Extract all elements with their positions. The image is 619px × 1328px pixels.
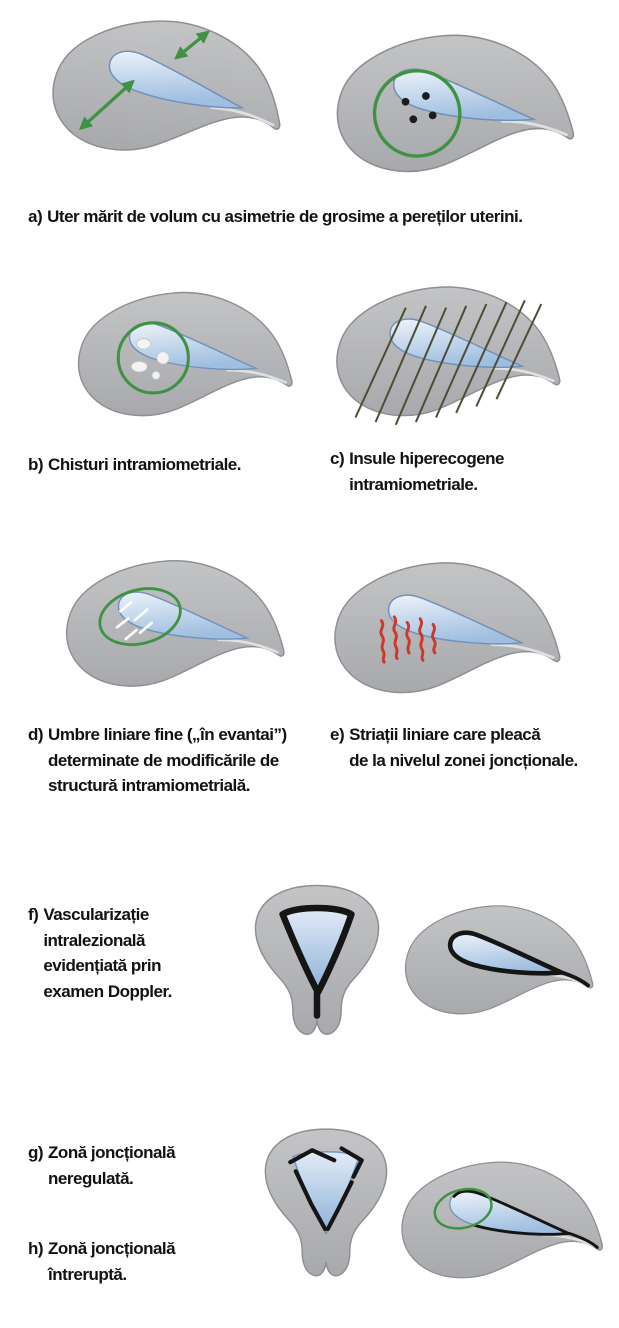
caption-f: f) Vascularizație intralezională evidenț… bbox=[28, 902, 238, 1004]
cyst-blobs bbox=[130, 338, 170, 380]
caption-a: a) Uter mărit de volum cu asimetrie de g… bbox=[28, 204, 616, 230]
caption-g-text: Zonă joncțională neregulată. bbox=[48, 1143, 176, 1188]
caption-a-label: a) bbox=[28, 207, 43, 226]
hyperechoic-lines bbox=[354, 299, 543, 426]
caption-b: b) Chisturi intramiometriale. bbox=[28, 452, 318, 478]
caption-f-label: f) bbox=[28, 905, 39, 924]
uterus-diagram-e-striations bbox=[333, 561, 562, 694]
uterus-sagittal-f-doppler bbox=[404, 904, 594, 1016]
caption-e-label: e) bbox=[330, 725, 345, 744]
uterus-diagram-d-fan-shadows bbox=[65, 559, 286, 688]
caption-f-text: Vascularizație intralezională evidențiat… bbox=[43, 905, 172, 1001]
green-circle-annotation bbox=[116, 321, 190, 395]
caption-c: c) Insule hiperecogene intramiometriale. bbox=[330, 446, 610, 497]
uterus-body bbox=[47, 12, 288, 163]
uterus-body bbox=[335, 33, 575, 173]
caption-d: d) Umbre liniare fine („în evantai”) det… bbox=[28, 722, 328, 799]
caption-h: h) Zonă joncțională întreruptă. bbox=[28, 1236, 238, 1287]
uterus-body bbox=[400, 1160, 604, 1279]
uterus-diagram-b-cysts bbox=[77, 291, 294, 417]
caption-c-label: c) bbox=[330, 449, 345, 468]
caption-e: e) Striații liniare care pleacă de la ni… bbox=[330, 722, 615, 773]
caption-h-text: Zonă joncțională întreruptă. bbox=[48, 1239, 176, 1284]
red-linear-striations bbox=[379, 615, 437, 664]
uterus-diagram-c-hyperechoic bbox=[335, 285, 562, 426]
fan-shadow-streaks bbox=[115, 601, 154, 641]
caption-g-label: g) bbox=[28, 1143, 44, 1162]
caption-h-label: h) bbox=[28, 1239, 44, 1258]
caption-g: g) Zonă joncțională neregulată. bbox=[28, 1140, 238, 1191]
uterus-coronal-gh-irregular bbox=[264, 1128, 388, 1277]
uterus-body bbox=[404, 904, 594, 1016]
caption-d-text: Umbre liniare fine („în evantai”) determ… bbox=[48, 725, 287, 795]
uterus-diagram-a-dots bbox=[335, 33, 575, 173]
uterus-body bbox=[333, 561, 562, 694]
green-ellipse-annotation bbox=[98, 587, 182, 646]
caption-c-text: Insule hiperecogene intramiometriale. bbox=[349, 449, 505, 494]
measurement-arrows bbox=[78, 30, 210, 131]
caption-d-label: d) bbox=[28, 725, 44, 744]
echogenic-dots bbox=[401, 92, 437, 124]
caption-b-text: Chisturi intramiometriale. bbox=[48, 455, 241, 474]
uterus-diagram-a-measured bbox=[47, 12, 288, 163]
caption-e-text: Striații liniare care pleacă de la nivel… bbox=[349, 725, 578, 770]
uterus-body bbox=[77, 291, 294, 417]
uterus-sagittal-gh-interrupted bbox=[400, 1160, 604, 1279]
interrupted-junctional-zone-outline bbox=[452, 1189, 599, 1249]
caption-b-label: b) bbox=[28, 455, 44, 474]
doppler-vessel-outline bbox=[447, 930, 590, 988]
green-ellipse-annotation bbox=[433, 1187, 493, 1230]
uterus-body bbox=[335, 285, 562, 417]
irregular-junctional-zone-lines bbox=[288, 1146, 364, 1232]
green-circle-annotation bbox=[372, 69, 462, 158]
doppler-vessel-outline bbox=[279, 904, 355, 1019]
uterus-coronal-f-doppler bbox=[254, 884, 380, 1036]
caption-a-text: Uter mărit de volum cu asimetrie de gros… bbox=[47, 207, 523, 226]
uterus-body-coronal bbox=[264, 1128, 388, 1277]
